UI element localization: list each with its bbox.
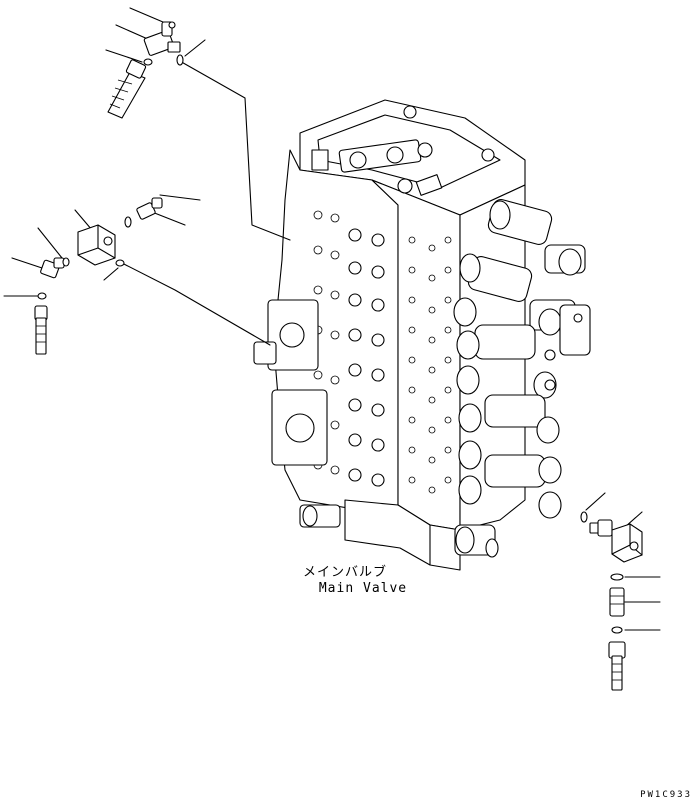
top-fitting-assembly (105, 7, 291, 241)
left-o-ring (37, 292, 47, 300)
left-block-fitting (77, 224, 116, 266)
left-hose-end (34, 305, 48, 355)
right-block-fitting (611, 523, 643, 563)
spool-caps (453, 199, 591, 558)
right-o-ring (610, 573, 624, 581)
left-elbow-fitting (40, 257, 65, 279)
main-valve (253, 99, 591, 571)
valve-foot (344, 499, 461, 571)
top-o-ring (176, 54, 184, 66)
left-fitting-assembly (3, 194, 271, 355)
drawing-code: PW1C933 (640, 790, 692, 800)
main-valve-label-en: Main Valve (319, 581, 407, 596)
main-valve-label-jp: メインバルブ (303, 564, 387, 580)
top-hose-end (107, 59, 147, 119)
top-elbow-fitting (143, 21, 181, 56)
right-hose-end (608, 641, 626, 691)
right-fitting-assembly (580, 492, 661, 691)
right-adapter-fitting (589, 519, 613, 537)
